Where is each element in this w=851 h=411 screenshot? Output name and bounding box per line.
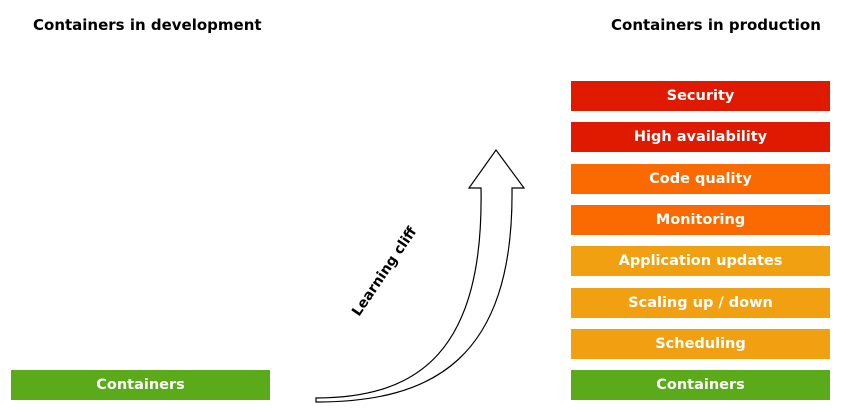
stack-layer-security: Security: [571, 81, 830, 111]
stack-layer-monitoring: Monitoring: [571, 205, 830, 235]
development-heading: Containers in development: [33, 16, 262, 34]
production-heading: Containers in production: [611, 16, 821, 34]
stack-layer-code-quality: Code quality: [571, 164, 830, 194]
stack-layer-scheduling: Scheduling: [571, 329, 830, 359]
stack-layer-application-updates: Application updates: [571, 246, 830, 276]
stack-layer-high-availability: High availability: [571, 122, 830, 152]
learning-cliff-label: Learning cliff: [349, 224, 421, 319]
dev-containers-block: Containers: [11, 370, 270, 400]
stack-layer-scaling-up-down: Scaling up / down: [571, 288, 830, 318]
curved-arrow-icon: [315, 148, 526, 403]
stack-layer-containers: Containers: [571, 370, 830, 400]
